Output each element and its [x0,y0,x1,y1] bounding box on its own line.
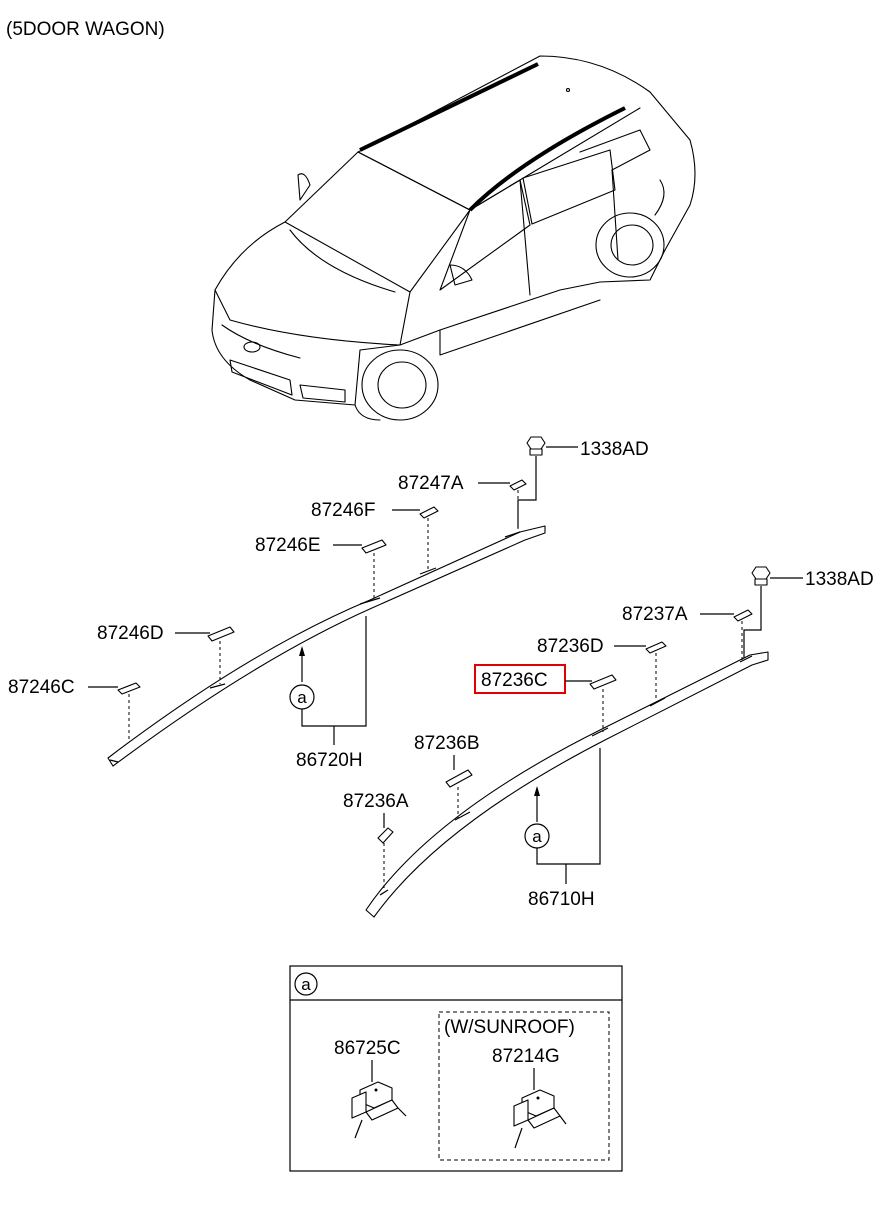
label-87236D: 87236D [537,636,604,657]
clip-87236B-icon [445,769,473,788]
label-87236C: 87236C [481,670,548,691]
clip-87237A-icon [733,609,753,622]
label-87236B: 87236B [414,733,480,754]
rail-lower-86710H [365,651,769,918]
bracket-86725C-icon [351,1060,407,1139]
ref-a-upper-label: a [297,688,307,707]
clip-87236A-icon [377,827,394,844]
label-86725C: 86725C [334,1038,401,1059]
clip-87246F-icon [419,506,439,519]
label-87246C: 87246C [8,677,75,698]
car-illustration [211,55,696,421]
label-87246D: 87246D [97,623,164,644]
bracket-87214G-icon [513,1068,567,1149]
label-1338AD-lower: 1338AD [805,569,874,590]
diagram-title: (5DOOR WAGON) [6,19,165,40]
nut-lower-icon [751,566,771,586]
clip-87236C-icon [589,674,617,690]
label-87214G: 87214G [492,1046,560,1067]
label-87247A: 87247A [398,473,464,494]
clip-87246D-icon [207,626,235,642]
label-86710H: 86710H [528,889,595,910]
label-87237A: 87237A [622,604,688,625]
clip-87246C-icon [117,682,141,695]
label-w-sunroof: (W/SUNROOF) [444,1017,575,1038]
label-87236A: 87236A [343,791,409,812]
label-87246F: 87246F [311,500,375,521]
highlight-87236C [474,664,566,694]
label-87246E: 87246E [255,535,321,556]
detail-box: a 86725C (W/SUNROOF) 87214G [289,965,623,1172]
detail-ref-a: a [301,975,311,994]
clip-87246E-icon [361,539,387,554]
clip-87236D-icon [645,641,667,654]
ref-a-lower-label: a [532,827,542,846]
label-86720H: 86720H [296,750,363,771]
rail-upper-86720H [107,525,546,767]
label-1338AD-upper: 1338AD [580,439,649,460]
nut-upper-icon [526,436,546,456]
clip-87247A-icon [509,479,527,491]
